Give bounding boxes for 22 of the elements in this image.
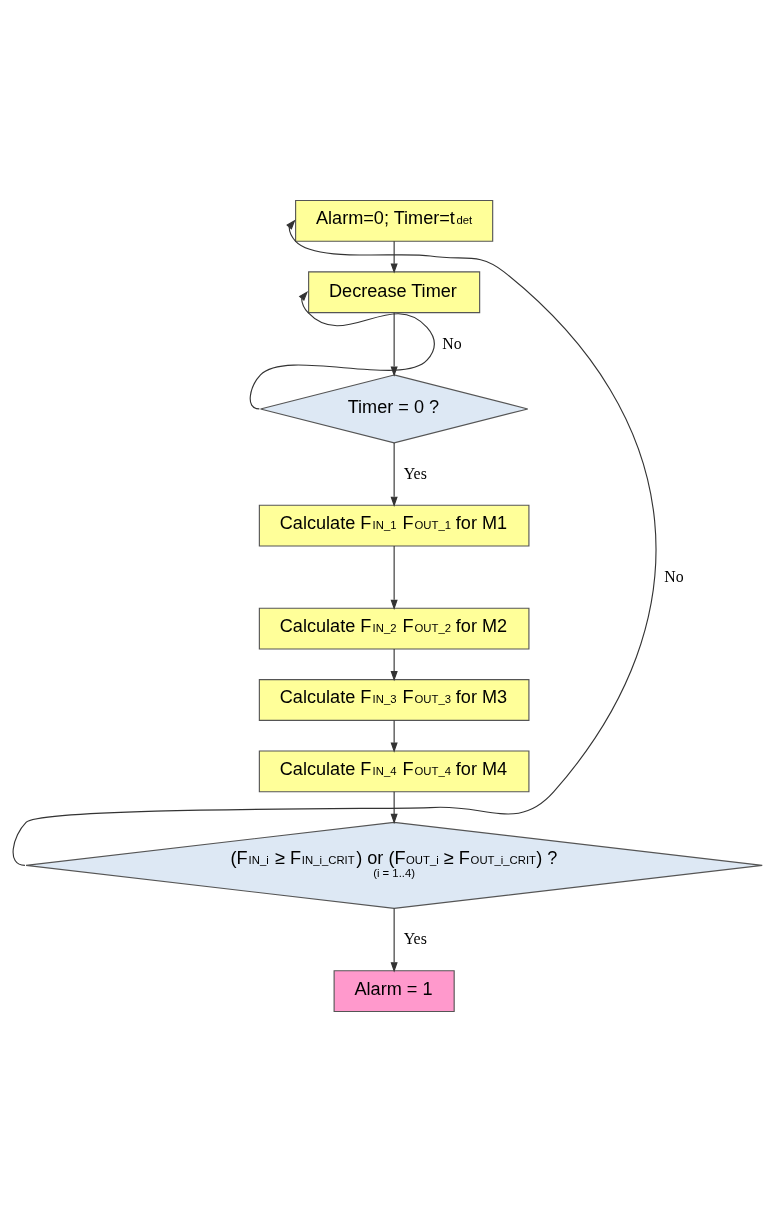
arrow bbox=[390, 790, 398, 824]
arrow bbox=[390, 240, 398, 274]
node-box: Calculate FIN_4 FOUT_4 for M4 bbox=[258, 749, 530, 792]
node-box: Calculate FIN_2 FOUT_2 for M2 bbox=[258, 607, 530, 650]
edge-label: Yes bbox=[403, 464, 427, 482]
arrow bbox=[390, 719, 398, 753]
arrow bbox=[12, 219, 657, 866]
node-box: Decrease Timer bbox=[308, 270, 481, 313]
arrow bbox=[390, 907, 398, 972]
node-diamond: Timer = 0 ? bbox=[259, 373, 529, 443]
arrow bbox=[390, 544, 398, 610]
node-diamond: (FIN_i ≥ FIN_i_CRIT) or (FOUT_i ≥ FOUT_i_CRIT) ? (i = 1..4) bbox=[25, 821, 763, 909]
edge-label: No bbox=[664, 567, 684, 585]
edge-label: Yes bbox=[403, 929, 427, 947]
node-box: Calculate FIN_3 FOUT_3 for M3 bbox=[258, 678, 530, 721]
node-box: Calculate FIN_1 FOUT_1 for M1 bbox=[258, 504, 530, 547]
arrow bbox=[249, 290, 435, 409]
edge-label: No bbox=[442, 334, 462, 352]
node-box: Alarm = 1 bbox=[333, 969, 455, 1012]
arrow bbox=[390, 647, 398, 681]
node-box: Alarm=0; Timer=tdet bbox=[295, 199, 494, 242]
arrow bbox=[390, 441, 398, 507]
